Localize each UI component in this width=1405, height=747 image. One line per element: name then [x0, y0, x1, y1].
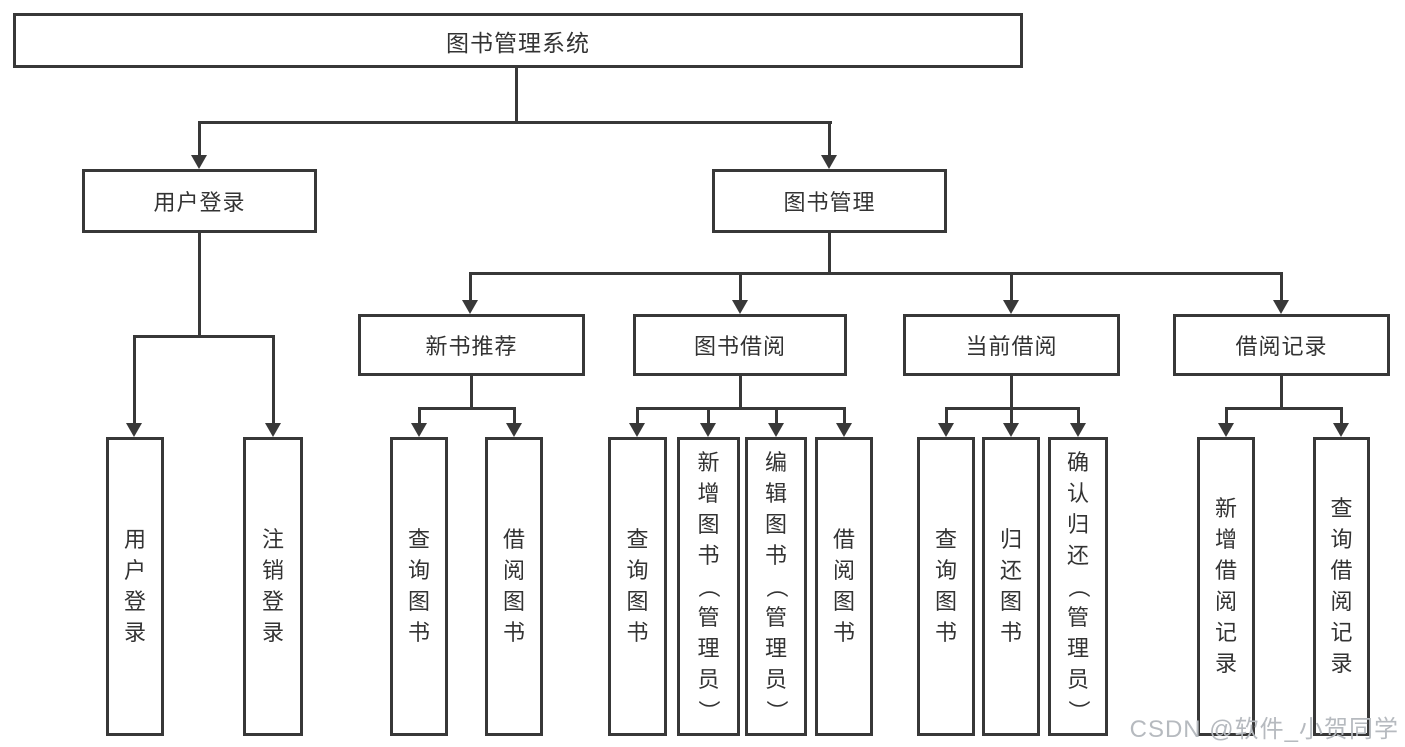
- arrowhead-bb-query: [629, 423, 645, 437]
- leaf-label: 借阅图书: [832, 527, 855, 645]
- connector-stem-rec-borrow: [513, 407, 516, 425]
- arrowhead-bb-edit: [768, 423, 784, 437]
- connector-mgmt-horizontal: [469, 272, 1283, 275]
- connector-stem-current-borrowing: [1010, 272, 1013, 302]
- connector-stem-user-login: [198, 121, 201, 157]
- connector-stem-cb-confirm: [1077, 407, 1080, 425]
- connector-stem-cb-return: [1010, 407, 1013, 425]
- leaf-label: 注销登录: [261, 527, 284, 645]
- connector-bb-trunk: [739, 376, 742, 407]
- leaf-bb-edit-books-admin: 编辑图书（管理员）: [745, 437, 807, 736]
- connector-br-horizontal: [1225, 407, 1343, 410]
- arrowhead-book-management: [821, 155, 837, 169]
- arrowhead-book-borrowing: [732, 300, 748, 314]
- leaf-cb-confirm-return-admin: 确认归还（管理员）: [1048, 437, 1108, 736]
- connector-stem-bb-query: [636, 407, 639, 425]
- node-label: 借阅记录: [1235, 334, 1328, 359]
- arrowhead-cb-return: [1003, 423, 1019, 437]
- connector-stem-book-management: [828, 121, 831, 157]
- connector-stem-bb-edit: [775, 407, 778, 425]
- leaf-rec-query-books: 查询图书: [390, 437, 448, 736]
- arrowhead-leaf-logout: [265, 423, 281, 437]
- connector-stem-bb-add: [707, 407, 710, 425]
- node-label: 图书管理: [783, 190, 876, 215]
- csdn-watermark: CSDN @软件_小贺同学: [1129, 716, 1399, 743]
- node-book-borrowing: 图书借阅: [633, 314, 847, 376]
- connector-stem-br-add: [1225, 407, 1228, 425]
- connector-bb-horizontal: [636, 407, 846, 410]
- leaf-label: 用户登录: [123, 527, 146, 645]
- node-new-book-recommend: 新书推荐: [358, 314, 585, 376]
- node-user-login: 用户登录: [82, 169, 317, 233]
- leaf-user-login: 用户登录: [106, 437, 164, 736]
- connector-cb-trunk: [1010, 376, 1013, 407]
- connector-root-horizontal: [198, 121, 832, 124]
- connector-stem-book-borrowing: [739, 272, 742, 302]
- connector-stem-bb-borrow: [843, 407, 846, 425]
- leaf-bb-query-books: 查询图书: [608, 437, 667, 736]
- arrowhead-bb-borrow: [836, 423, 852, 437]
- leaf-label: 编辑图书（管理员）: [763, 449, 789, 722]
- leaf-label: 查询图书: [626, 527, 649, 645]
- leaf-label: 查询图书: [934, 527, 957, 645]
- connector-stem-br-query: [1340, 407, 1343, 425]
- arrowhead-cb-query: [938, 423, 954, 437]
- node-library-management-system: 图书管理系统: [13, 13, 1023, 68]
- leaf-rec-borrow-books: 借阅图书: [485, 437, 543, 736]
- connector-login-trunk: [198, 233, 201, 335]
- leaf-bb-add-books-admin: 新增图书（管理员）: [677, 437, 740, 736]
- arrowhead-user-login: [191, 155, 207, 169]
- arrowhead-current-borrowing: [1003, 300, 1019, 314]
- arrowhead-leaf-login: [126, 423, 142, 437]
- connector-stem-cb-query: [945, 407, 948, 425]
- arrowhead-borrow-records: [1273, 300, 1289, 314]
- arrowhead-rec-query: [411, 423, 427, 437]
- leaf-label: 借阅图书: [502, 527, 525, 645]
- node-borrow-records: 借阅记录: [1173, 314, 1390, 376]
- arrowhead-rec-borrow: [506, 423, 522, 437]
- leaf-br-query-record: 查询借阅记录: [1313, 437, 1370, 736]
- connector-stem-leaf-login: [133, 335, 136, 425]
- leaf-label: 新增图书（管理员）: [696, 449, 722, 722]
- arrowhead-br-query: [1333, 423, 1349, 437]
- node-book-management: 图书管理: [712, 169, 947, 233]
- connector-mgmt-trunk: [828, 233, 831, 272]
- leaf-label: 确认归还（管理员）: [1065, 449, 1091, 722]
- connector-br-trunk: [1280, 376, 1283, 407]
- node-label: 当前借阅: [965, 334, 1058, 359]
- node-current-borrowing: 当前借阅: [903, 314, 1120, 376]
- arrowhead-cb-confirm: [1070, 423, 1086, 437]
- connector-rec-trunk: [470, 376, 473, 407]
- connector-root-trunk: [515, 68, 518, 121]
- connector-stem-rec-query: [418, 407, 421, 425]
- connector-login-horizontal: [133, 335, 275, 338]
- connector-stem-new-book: [469, 272, 472, 302]
- leaf-cb-query-books: 查询图书: [917, 437, 975, 736]
- arrowhead-br-add: [1218, 423, 1234, 437]
- node-label: 图书管理系统: [446, 29, 590, 56]
- leaf-label: 查询借阅记录: [1330, 496, 1353, 676]
- leaf-label: 归还图书: [999, 527, 1022, 645]
- leaf-br-add-record: 新增借阅记录: [1197, 437, 1255, 736]
- leaf-logout: 注销登录: [243, 437, 303, 736]
- leaf-label: 查询图书: [407, 527, 430, 645]
- connector-stem-borrow-records: [1280, 272, 1283, 302]
- leaf-label: 新增借阅记录: [1214, 496, 1237, 676]
- leaf-cb-return-books: 归还图书: [982, 437, 1040, 736]
- node-label: 图书借阅: [693, 334, 786, 359]
- arrowhead-bb-add: [700, 423, 716, 437]
- connector-stem-leaf-logout: [272, 335, 275, 425]
- leaf-bb-borrow-books: 借阅图书: [815, 437, 873, 736]
- node-label: 用户登录: [153, 190, 246, 215]
- connector-rec-horizontal: [418, 407, 516, 410]
- node-label: 新书推荐: [425, 334, 518, 359]
- arrowhead-new-book: [462, 300, 478, 314]
